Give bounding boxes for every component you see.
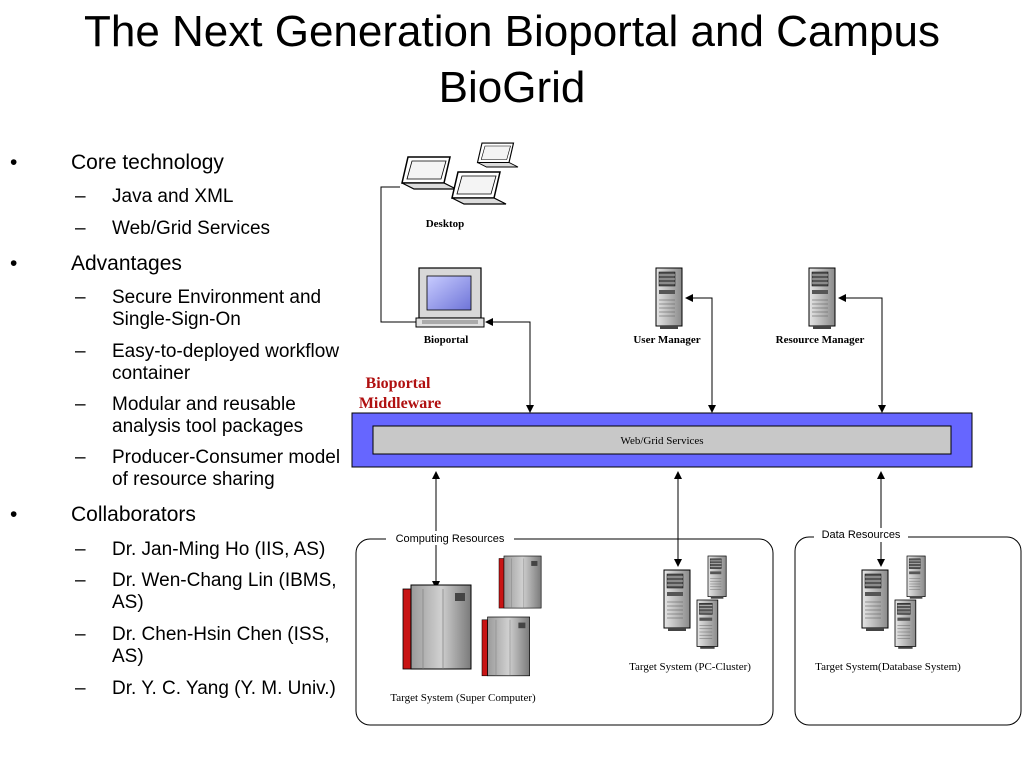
desktop-label: Desktop xyxy=(426,218,465,230)
dash-mark: – xyxy=(75,341,86,362)
laptop-icon xyxy=(451,171,507,205)
computing-resources-label: Computing Resources xyxy=(396,533,505,545)
web-grid-services-bar xyxy=(372,425,952,455)
sub-bullet-text: Web/Grid Services xyxy=(112,218,271,239)
laptop-icon xyxy=(476,142,519,168)
sub-bullet-line: Secure Environment and xyxy=(112,287,322,308)
sub-bullet-line: AS) xyxy=(112,646,144,667)
slide-title: The Next Generation Bioportal and Campus… xyxy=(0,4,1024,116)
web-grid-services-label: Web/Grid Services xyxy=(620,435,703,447)
database-server-icon xyxy=(906,555,926,600)
supercomputer-icon xyxy=(402,584,472,670)
resource-manager-connector xyxy=(838,294,886,413)
bullet-text: Collaborators xyxy=(71,503,196,526)
bullet-text: Advantages xyxy=(71,252,182,275)
sub-bullet-line: Producer-Consumer model xyxy=(112,447,341,468)
supercomputer-icon xyxy=(481,616,530,677)
pc-cluster-server-icon xyxy=(663,569,691,632)
dash-mark: – xyxy=(75,394,86,415)
resource-manager-label: Resource Manager xyxy=(776,334,865,346)
user-manager-label: User Manager xyxy=(633,334,700,346)
bullet-mark: • xyxy=(10,503,18,526)
pc-cluster-server-icon xyxy=(696,599,719,650)
data-resources-label: Data Resources xyxy=(822,529,901,541)
dash-mark: – xyxy=(75,218,86,239)
bioportal-label: Bioportal xyxy=(424,334,469,346)
sub-bullet-text: Dr. Chen-Hsin Chen (ISS, AS) xyxy=(112,624,330,668)
sub-bullet-line: Easy-to-deployed workflow xyxy=(112,341,340,362)
sub-bullet-text: Secure Environment and Single-Sign-On xyxy=(112,287,321,331)
sub-bullet-line: Dr. Chen-Hsin Chen (ISS, xyxy=(112,624,330,645)
resource-manager-server-icon xyxy=(808,267,836,330)
sub-bullet-text: Modular and reusable analysis tool packa… xyxy=(112,394,303,438)
supercomputer-icon xyxy=(498,555,542,609)
sub-bullet-line: AS) xyxy=(112,592,144,613)
dash-mark: – xyxy=(75,570,86,591)
database-server-icon xyxy=(894,599,917,650)
pc-cluster-label: Target System (PC-Cluster) xyxy=(629,661,751,673)
data-resources-label-bg xyxy=(814,528,908,542)
desktop-connector xyxy=(380,186,418,323)
slide-title-line1: The Next Generation Bioportal and Campus xyxy=(83,7,941,56)
dash-mark: – xyxy=(75,624,86,645)
laptop-icon xyxy=(401,156,457,190)
sub-bullet-line: Single-Sign-On xyxy=(112,309,241,330)
user-manager-connector xyxy=(685,294,716,413)
sub-bullet-line: container xyxy=(112,363,191,384)
supercomputer-label: Target System (Super Computer) xyxy=(390,692,536,704)
sub-bullet-line: of resource sharing xyxy=(112,469,275,490)
sub-bullet-line: analysis tool packages xyxy=(112,416,304,437)
sub-bullet-text: Dr. Jan-Ming Ho (IIS, AS) xyxy=(112,539,326,560)
slide-title-line2: BioGrid xyxy=(438,63,586,112)
user-manager-server-icon xyxy=(655,267,683,330)
bioportal-connector xyxy=(485,318,534,413)
sub-bullet-line: Modular and reusable xyxy=(112,394,296,415)
bioportal-computer-icon xyxy=(415,267,485,328)
sub-bullet-text: Dr. Y. C. Yang (Y. M. Univ.) xyxy=(112,678,336,699)
sub-bullet-text: Easy-to-deployed workflow container xyxy=(112,341,339,385)
dash-mark: – xyxy=(75,539,86,560)
database-label: Target System(Database System) xyxy=(815,661,961,673)
pc-cluster-server-icon xyxy=(707,555,727,600)
computing-resources-label-bg xyxy=(386,531,514,545)
computing-resources-box xyxy=(355,538,774,726)
bullet-text: Core technology xyxy=(71,151,224,174)
sub-bullet-text: Dr. Wen-Chang Lin (IBMS, AS) xyxy=(112,570,337,614)
sub-bullet-line: Dr. Wen-Chang Lin (IBMS, xyxy=(112,570,337,591)
sub-bullet-text: Java and XML xyxy=(112,186,234,207)
dash-mark: – xyxy=(75,287,86,308)
dash-mark: – xyxy=(75,678,86,699)
middleware-label-line1: Bioportal xyxy=(366,375,431,392)
dash-mark: – xyxy=(75,186,86,207)
dash-mark: – xyxy=(75,447,86,468)
bullet-mark: • xyxy=(10,252,18,275)
middleware-label-line2: Middleware xyxy=(359,395,441,412)
sub-bullet-text: Producer-Consumer model of resource shar… xyxy=(112,447,340,491)
bullet-mark: • xyxy=(10,151,18,174)
database-server-icon xyxy=(861,569,889,632)
